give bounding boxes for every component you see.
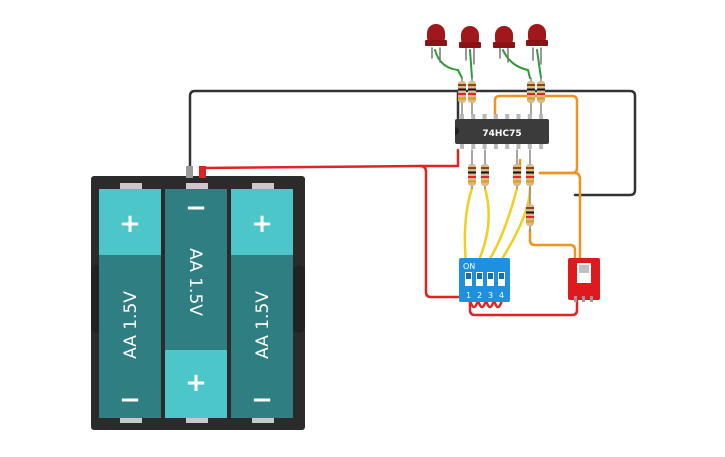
- cell-2-top-sign: −: [185, 193, 207, 223]
- wire-black-ground[interactable]: [188, 89, 637, 197]
- dip-number-4: 4: [499, 291, 504, 300]
- wire-green-3[interactable]: [502, 49, 531, 79]
- led-4[interactable]: [526, 24, 548, 46]
- ic-pin: [505, 144, 510, 149]
- cell-3-label: AA 1.5V: [253, 291, 273, 359]
- ic-pin: [482, 144, 487, 149]
- wire-yellow-1[interactable]: [463, 186, 474, 264]
- led-legs: [431, 47, 542, 65]
- ic-pin: [527, 144, 532, 149]
- ic-pin: [460, 144, 464, 149]
- resistor-bottom-3[interactable]: [513, 164, 521, 186]
- ic-pin: [482, 114, 487, 119]
- ic-pin: [493, 144, 498, 149]
- battery-cell-3: + − AA 1.5V: [231, 189, 293, 418]
- led-3[interactable]: [493, 26, 515, 48]
- cell-1-bottom-sign: −: [119, 385, 141, 415]
- slide-switch[interactable]: [568, 258, 600, 302]
- wire-yellow-2[interactable]: [476, 186, 490, 264]
- leds: [425, 24, 548, 48]
- dip-number-1: 1: [466, 291, 471, 300]
- ic-pin: [539, 144, 544, 149]
- resistor-top-1[interactable]: [458, 81, 466, 103]
- resistor-top-3[interactable]: [527, 81, 535, 103]
- led-2[interactable]: [459, 26, 481, 48]
- dip-number-3: 3: [488, 291, 493, 300]
- led-1[interactable]: [425, 24, 447, 46]
- dip-toggles: [465, 272, 505, 286]
- battery-cell-1: + − AA 1.5V: [99, 189, 161, 418]
- wire-red-dip-bottom[interactable]: [468, 296, 579, 317]
- ic-pins: [460, 114, 544, 149]
- dip-on-label: ON: [463, 262, 475, 271]
- resistor-top-2[interactable]: [468, 81, 476, 103]
- battery-cell-2: − + AA 1.5V: [165, 189, 227, 418]
- ic-pin: [527, 114, 532, 119]
- slide-switch-knob[interactable]: [579, 265, 589, 273]
- resistor-bottom-1[interactable]: [468, 164, 476, 186]
- cell-1-label: AA 1.5V: [121, 291, 141, 359]
- wire-green-2[interactable]: [469, 49, 473, 79]
- dip-switch[interactable]: ON 1 2 3 4: [459, 258, 510, 302]
- resistor-top-4[interactable]: [537, 81, 545, 103]
- wire-green-1[interactable]: [434, 49, 463, 79]
- ic-pin: [539, 114, 544, 119]
- ic-pin: [516, 144, 521, 149]
- wire-red-dip-loops[interactable]: [468, 298, 504, 309]
- ic-pin: [493, 114, 498, 119]
- battery-terminal-positive[interactable]: [199, 166, 206, 178]
- resistor-switch[interactable]: [526, 204, 534, 226]
- wire-red-ic[interactable]: [418, 148, 460, 168]
- resistors-top: [458, 81, 545, 103]
- dip-number-2: 2: [477, 291, 482, 300]
- wire-orange-switch[interactable]: [528, 228, 577, 260]
- resistor-bottom-4[interactable]: [526, 164, 534, 186]
- resistors-bottom: [468, 164, 534, 226]
- cell-3-bottom-sign: −: [251, 385, 273, 415]
- cell-1-top-sign: +: [119, 209, 141, 239]
- ic-pin: [471, 114, 476, 119]
- ic-pin: [471, 144, 476, 149]
- wire-green-4[interactable]: [536, 49, 542, 79]
- cell-3-top-sign: +: [251, 209, 273, 239]
- ic-label: 74HC75: [482, 129, 521, 139]
- cell-2-bottom-sign: +: [185, 368, 207, 398]
- wire-yellow-3[interactable]: [486, 186, 519, 264]
- resistor-bottom-2[interactable]: [481, 164, 489, 186]
- ic-pin: [460, 114, 464, 119]
- ic-pin: [505, 114, 510, 119]
- bottom-resistor-leads: [471, 149, 531, 231]
- battery-pack[interactable]: + − AA 1.5V − + AA 1.5V + − AA 1.5V: [91, 166, 305, 430]
- ic-pin: [516, 114, 521, 119]
- cell-2-label: AA 1.5V: [185, 248, 205, 316]
- ic-74hc75[interactable]: 74HC75: [455, 114, 549, 149]
- battery-terminal-negative[interactable]: [186, 166, 193, 178]
